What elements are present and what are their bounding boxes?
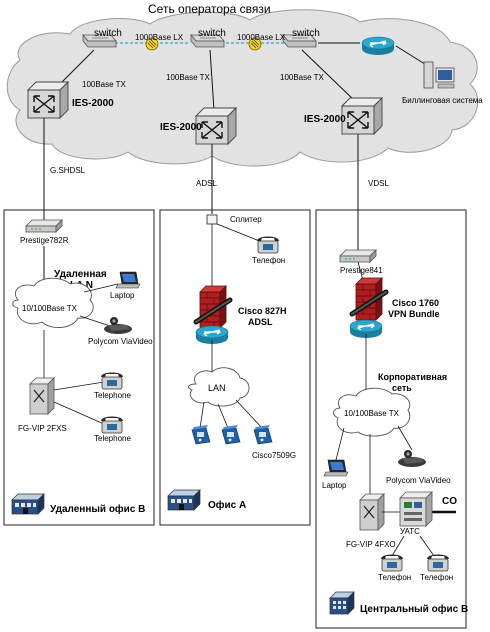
- gateway-label: FG-VIP 2FXS: [18, 424, 67, 433]
- link-label: G.SHDSL: [50, 166, 86, 175]
- office-a-name: Офис А: [208, 499, 246, 511]
- cloud-label: 10/100Base TX: [22, 304, 78, 313]
- ies-switch-mid: [195, 107, 237, 145]
- phone-link: [53, 381, 105, 391]
- lock-icon: [145, 37, 159, 51]
- ip-phone-icon: [253, 424, 273, 445]
- splitter-label: Сплитер: [230, 215, 262, 224]
- link-label: VDSL: [368, 179, 389, 188]
- lan-cloud: [188, 367, 250, 407]
- polycom-label: Polycom ViaVideo: [88, 337, 153, 346]
- pbx-phone-link: [391, 535, 405, 557]
- telephone-label: Telephone: [94, 434, 131, 443]
- splitter-phone-link: [216, 223, 263, 243]
- telephone-label: Телефон: [252, 256, 285, 265]
- page-title: Сеть оператора связи: [148, 2, 271, 16]
- splitter-icon: [206, 214, 218, 225]
- office-building-icon: [11, 493, 45, 515]
- core-router-icon: [361, 36, 395, 56]
- gateway-icon: [359, 493, 385, 531]
- link-label: ADSL: [196, 179, 217, 188]
- office-building-icon: [329, 591, 355, 615]
- pbx-icon: [399, 491, 433, 527]
- router-label: VPN Bundle: [388, 309, 440, 319]
- laptop-link: [335, 427, 345, 461]
- phone-link: [53, 401, 105, 425]
- telephone-label: Телефон: [420, 573, 453, 582]
- office-b-box: [3, 209, 155, 526]
- laptop-icon: [323, 459, 349, 477]
- lx-label: 1000Base LX: [135, 33, 184, 42]
- lx-label: 1000Base LX: [237, 33, 286, 42]
- ies-label: IES-2000: [304, 114, 346, 125]
- tx-link-2: [209, 49, 215, 111]
- router-label: Cisco 827H: [238, 306, 287, 316]
- billing-server-icon: [423, 61, 455, 89]
- office-c-name: Центральный офис В: [360, 603, 468, 615]
- laptop-link: [83, 283, 119, 293]
- ip-phone-label: Cisco7509G: [252, 451, 296, 460]
- firewall-icon: [352, 278, 386, 320]
- corp-label: Корпоративная: [378, 372, 447, 382]
- telephone-label: Телефон: [378, 573, 411, 582]
- lock-icon: [248, 37, 262, 51]
- switch-label: switch: [292, 28, 320, 39]
- ip-phone-icon: [221, 424, 241, 445]
- pbx-label: УАТС: [400, 527, 420, 536]
- modem-label: Prestige841: [340, 266, 383, 275]
- tx-label: 100Base TX: [280, 73, 325, 82]
- gateway-icon: [29, 377, 55, 415]
- ies-label: IES-2000: [72, 98, 114, 109]
- firewall-icon: [196, 286, 230, 328]
- billing-label: Биллинговая система: [402, 96, 483, 105]
- router-label: ADSL: [248, 317, 273, 327]
- ies-switch-right: [341, 97, 383, 135]
- modem-icon: [25, 219, 63, 233]
- switch-label: switch: [198, 28, 226, 39]
- ip-phone-icon: [191, 424, 211, 445]
- ies-switch-left: [27, 81, 69, 119]
- modem-label: Prestige782R: [20, 236, 69, 245]
- telephone-icon: [380, 554, 404, 572]
- telephone-label: Telephone: [94, 391, 131, 400]
- office-building-icon: [167, 489, 201, 511]
- lan-phone-links: [199, 399, 263, 429]
- router-label: Cisco 1760: [392, 298, 439, 308]
- corp-cloud: [333, 387, 411, 437]
- pbx-phone-link: [419, 535, 435, 557]
- polycom-label: Polycom ViaVideo: [386, 476, 451, 485]
- tx-label: 100Base TX: [82, 80, 127, 89]
- polycom-icon: [398, 450, 426, 467]
- ies-label: IES-2000: [160, 122, 202, 133]
- modem-icon: [339, 249, 377, 263]
- telephone-icon: [256, 236, 280, 254]
- tx-link-3: [301, 49, 357, 103]
- office-a-box: [159, 209, 311, 526]
- lan-label: LAN: [208, 383, 226, 393]
- polycom-link: [397, 425, 413, 451]
- gateway-label: FG-VIP 4FXO: [346, 540, 396, 549]
- corp-label: сеть: [392, 383, 412, 393]
- switch-label: switch: [94, 28, 122, 39]
- laptop-label: Laptop: [322, 481, 347, 490]
- polycom-icon: [104, 317, 132, 334]
- office-c-box: [315, 209, 467, 629]
- billing-link: [395, 45, 429, 67]
- telephone-icon: [100, 416, 124, 434]
- lan-label: Удаленная: [54, 269, 107, 280]
- co-label: CO: [442, 496, 457, 507]
- telephone-icon: [100, 372, 124, 390]
- tx-label: 100Base TX: [166, 73, 211, 82]
- lan-cloud: [12, 277, 94, 328]
- cloud-label: 10/100Base TX: [344, 409, 400, 418]
- office-b-name: Удаленный офис В: [50, 503, 145, 515]
- telephone-icon: [426, 554, 450, 572]
- laptop-label: Laptop: [110, 291, 135, 300]
- laptop-icon: [115, 271, 141, 289]
- polycom-link: [79, 315, 111, 327]
